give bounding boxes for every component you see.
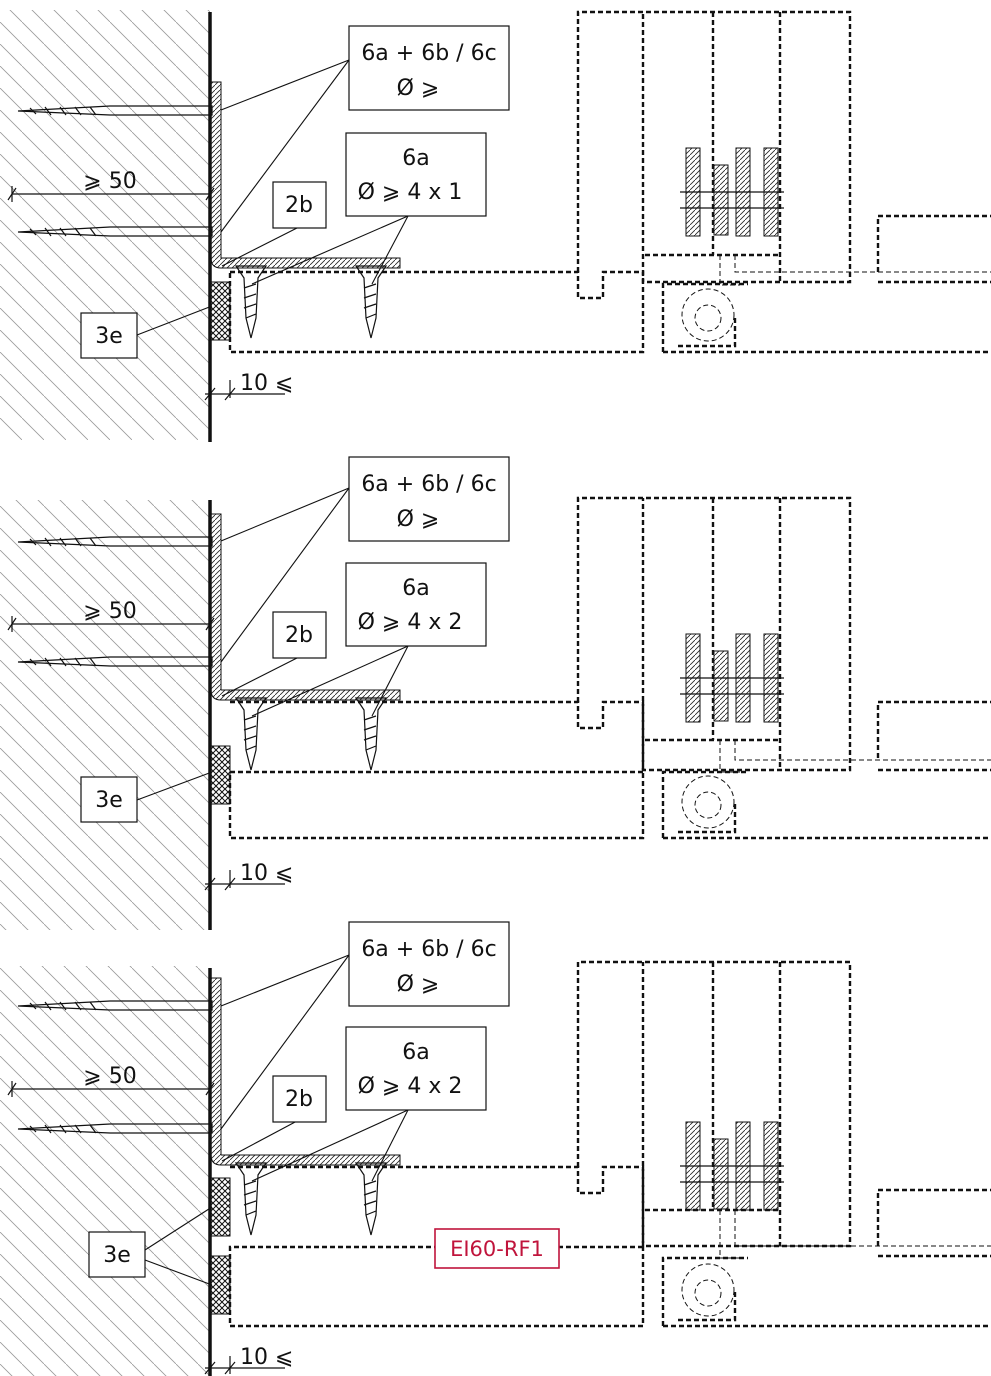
seal-strip-upper (210, 1177, 231, 1237)
callout-screws-line2: Ø ⩾ 4 x 1 (358, 180, 463, 205)
dim-gap-text: 10 ⩽ (240, 371, 293, 396)
seal-strip-lower (210, 1255, 231, 1315)
hinge-pin (681, 1263, 735, 1317)
hinge-leaf-block (680, 1121, 784, 1211)
callout-screws: 6a Ø ⩾ 4 x 2 (345, 562, 487, 647)
callout-fixings: 6a + 6b / 6c Ø ⩾ (348, 25, 510, 111)
adjacent-panel (876, 214, 991, 284)
seal-strip (210, 745, 231, 805)
angle-bracket (210, 977, 401, 1166)
callout-screws-line2: Ø ⩾ 4 x 2 (358, 610, 463, 635)
detail-3: ⩾ 50 10 ⩽ 6a + 6b / 6c Ø ⩾ 6a Ø ⩾ 4 x (0, 921, 991, 1376)
dimension-gap: 10 ⩽ (204, 371, 293, 401)
callout-fixings-line1: 6a + 6b / 6c (361, 937, 496, 962)
callout-seal: 3e (80, 776, 138, 823)
callout-screws-line1: 6a (402, 146, 429, 171)
frame-outline (228, 1165, 645, 1328)
frame-outline (228, 270, 645, 354)
callout-fixings-line2: Ø ⩾ (397, 507, 440, 532)
callout-fixings-line1: 6a + 6b / 6c (361, 41, 496, 66)
screw-1 (234, 697, 268, 771)
dimension-gap: 10 ⩽ (204, 1345, 293, 1375)
adjacent-panel (876, 700, 991, 772)
hinge-housing (661, 1256, 991, 1328)
callout-screws: 6a Ø ⩾ 4 x 1 (345, 132, 487, 217)
hinge-housing (661, 770, 991, 840)
dim-gap-text: 10 ⩽ (240, 1345, 293, 1370)
callout-screws: 6a Ø ⩾ 4 x 2 (345, 1026, 487, 1111)
callout-seal: 3e (80, 312, 138, 359)
hinge-pin (681, 288, 735, 342)
dimension-embedment: ⩾ 50 (7, 169, 215, 202)
adjacent-panel (876, 1188, 991, 1258)
callout-fixings-line2: Ø ⩾ (397, 972, 440, 997)
screw-1 (234, 265, 268, 339)
wall-hatch (0, 966, 210, 1376)
screw-2 (354, 1162, 388, 1236)
dim-embed-text: ⩾ 50 (83, 599, 136, 624)
callout-fixings-line1: 6a + 6b / 6c (361, 472, 496, 497)
dimension-embedment: ⩾ 50 (7, 599, 215, 632)
callout-seal-text: 3e (103, 1243, 131, 1268)
screw-1 (234, 1162, 268, 1236)
dimension-embedment: ⩾ 50 (7, 1064, 215, 1097)
callout-screws-line1: 6a (402, 1040, 429, 1065)
hinge-leaf-block (680, 633, 784, 723)
callout-angle: 2b (272, 181, 327, 229)
leader-lines (136, 59, 409, 336)
door-leaf-outline (576, 496, 852, 772)
dimension-gap: 10 ⩽ (204, 861, 293, 891)
callout-angle-text: 2b (285, 193, 313, 218)
leader-lines (136, 487, 409, 801)
screw-2 (354, 697, 388, 771)
leader-lines (144, 954, 409, 1286)
detail-2: ⩾ 50 10 ⩽ 6a + 6b / 6c Ø ⩾ 6a Ø ⩾ 4 x 2 (0, 456, 991, 930)
callout-seal: 3e (88, 1231, 146, 1278)
hinge-leaf-block (680, 147, 784, 237)
callout-fixings: 6a + 6b / 6c Ø ⩾ (348, 456, 510, 542)
frame-outline (228, 700, 645, 840)
hinge-housing (661, 282, 991, 354)
callout-fixings-line2: Ø ⩾ (397, 76, 440, 101)
dim-embed-text: ⩾ 50 (83, 169, 136, 194)
wall-hatch (0, 500, 210, 930)
detail-1: ⩾ 50 10 ⩽ 6a + 6b / 6c Ø ⩾ 6a (0, 10, 991, 442)
dim-embed-text: ⩾ 50 (83, 1064, 136, 1089)
callout-angle-text: 2b (285, 623, 313, 648)
angle-bracket (210, 513, 401, 701)
callout-seal-text: 3e (95, 324, 123, 349)
dim-gap-text: 10 ⩽ (240, 861, 293, 886)
angle-bracket (210, 81, 401, 269)
hinge-pin (681, 775, 735, 829)
callout-screws-line1: 6a (402, 576, 429, 601)
door-leaf-outline (576, 10, 852, 284)
callout-angle: 2b (272, 1075, 327, 1123)
door-leaf-outline (576, 960, 852, 1248)
screw-2 (354, 265, 388, 339)
callout-angle-text: 2b (285, 1087, 313, 1112)
fire-rating-badge: EI60-RF1 (434, 1228, 560, 1269)
wall-hatch (0, 10, 210, 440)
fire-rating-text: EI60-RF1 (450, 1237, 544, 1261)
callout-fixings: 6a + 6b / 6c Ø ⩾ (348, 921, 510, 1007)
callout-screws-line2: Ø ⩾ 4 x 2 (358, 1074, 463, 1099)
seal-strip (210, 281, 231, 341)
callout-seal-text: 3e (95, 788, 123, 813)
callout-angle: 2b (272, 611, 327, 659)
